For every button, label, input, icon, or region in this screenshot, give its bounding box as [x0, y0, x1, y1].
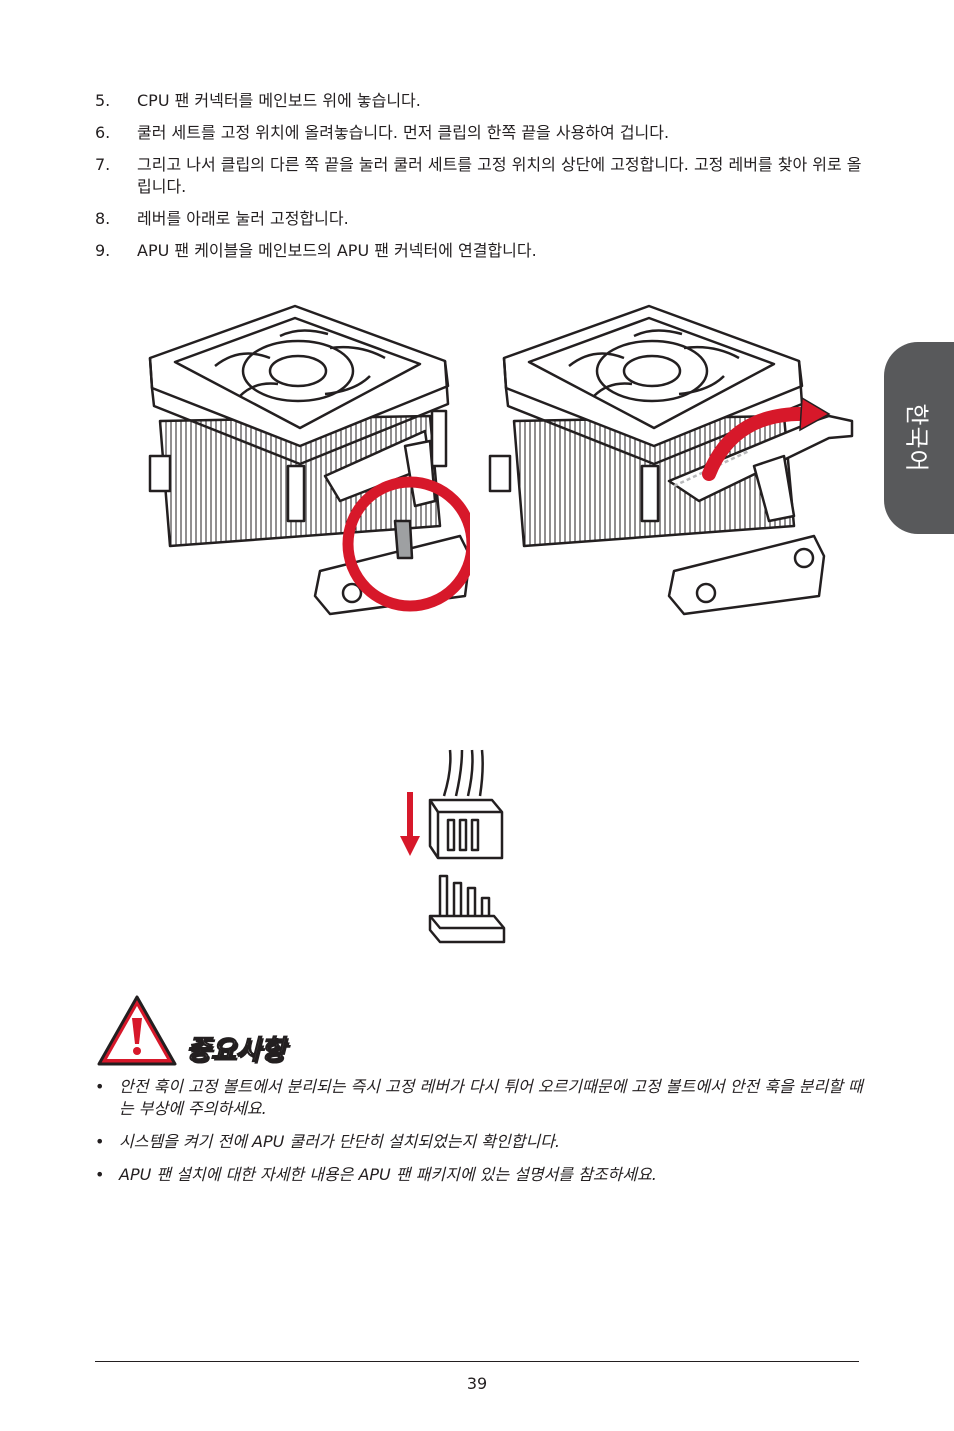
- bullet-dot: •: [95, 1077, 105, 1096]
- step-text: 레버를 아래로 눌러 고정합니다.: [137, 209, 349, 228]
- step-number: 7.: [95, 155, 111, 174]
- step-text: APU 팬 케이블을 메인보드의 APU 팬 커넥터에 연결합니다.: [137, 241, 537, 260]
- step-item: 7. 그리고 나서 클립의 다른 쪽 끝을 눌러 쿨러 세트를 고정 위치의 상단…: [95, 154, 865, 198]
- step-text: CPU 팬 커넥터를 메인보드 위에 놓습니다.: [137, 91, 421, 110]
- list-item: • 시스템을 켜기 전에 APU 쿨러가 단단히 설치되었는지 확인합니다.: [95, 1131, 865, 1153]
- step-item: 5. CPU 팬 커넥터를 메인보드 위에 놓습니다.: [95, 90, 865, 112]
- bullet-dot: •: [95, 1132, 105, 1151]
- cooler-lever-illustration: [488, 304, 854, 616]
- bullet-text: 시스템을 켜기 전에 APU 쿨러가 단단히 설치되었는지 확인합니다.: [119, 1132, 560, 1151]
- warning-triangle-icon: [97, 995, 177, 1066]
- step-text: 그리고 나서 클립의 다른 쪽 끝을 눌러 쿨러 세트를 고정 위치의 상단에 …: [137, 155, 862, 196]
- step-number: 5.: [95, 91, 111, 110]
- step-number: 9.: [95, 241, 111, 260]
- bullet-text: 안전 훅이 고정 볼트에서 분리되는 즉시 고정 레버가 다시 튀어 오르기때문…: [119, 1077, 863, 1118]
- language-side-tab: 한국어: [884, 342, 954, 534]
- language-tab-label: 한국어: [902, 403, 931, 473]
- step-number: 8.: [95, 209, 111, 228]
- important-bullets: • 안전 훅이 고정 볼트에서 분리되는 즉시 고정 레버가 다시 튀어 오르기때…: [95, 1076, 865, 1197]
- step-item: 9. APU 팬 케이블을 메인보드의 APU 팬 커넥터에 연결합니다.: [95, 240, 865, 262]
- footer-divider: [95, 1361, 859, 1362]
- step-number: 6.: [95, 123, 111, 142]
- list-item: • APU 팬 설치에 대한 자세한 내용은 APU 팬 패키지에 있는 설명서를…: [95, 1164, 865, 1186]
- cooler-clip-illustration: [148, 304, 470, 616]
- bullet-dot: •: [95, 1165, 105, 1184]
- step-item: 6. 쿨러 세트를 고정 위치에 올려놓습니다. 먼저 클립의 한쪽 끝을 사용하…: [95, 122, 865, 144]
- list-item: • 안전 훅이 고정 볼트에서 분리되는 즉시 고정 레버가 다시 튀어 오르기때…: [95, 1076, 865, 1120]
- fan-connector-illustration: [400, 749, 506, 944]
- bullet-text: APU 팬 설치에 대한 자세한 내용은 APU 팬 패키지에 있는 설명서를 …: [119, 1165, 657, 1184]
- page-number: 39: [466, 1374, 488, 1393]
- important-title: 중요사항: [185, 1034, 286, 1066]
- step-item: 8. 레버를 아래로 눌러 고정합니다.: [95, 208, 865, 230]
- step-text: 쿨러 세트를 고정 위치에 올려놓습니다. 먼저 클립의 한쪽 끝을 사용하여 …: [137, 123, 670, 142]
- installation-steps: 5. CPU 팬 커넥터를 메인보드 위에 놓습니다. 6. 쿨러 세트를 고정 위…: [95, 90, 865, 272]
